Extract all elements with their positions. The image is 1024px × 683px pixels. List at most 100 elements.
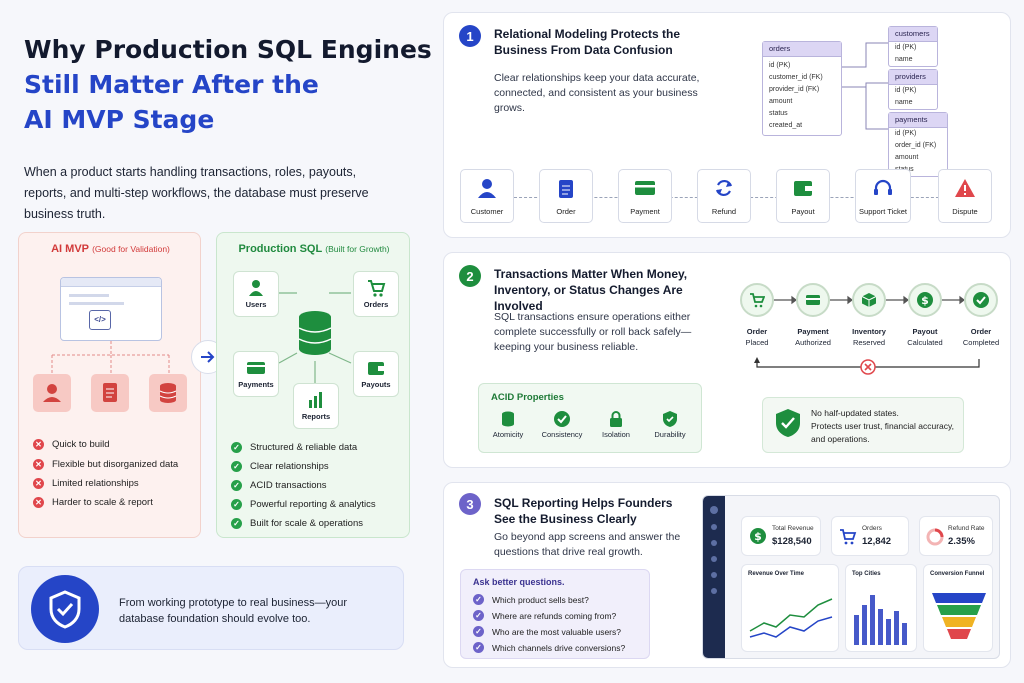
- user-icon: [33, 374, 71, 412]
- x-icon: ✕: [33, 478, 44, 489]
- section-3-number: 3: [459, 493, 481, 515]
- entity-customer: Customer: [460, 169, 514, 223]
- dashboard-sidebar: [703, 496, 725, 658]
- panel-top-cities: Top Cities: [845, 564, 917, 652]
- cart-icon: [740, 283, 774, 317]
- warning-icon: [955, 179, 975, 197]
- svg-text:$: $: [754, 530, 762, 543]
- check-icon: ✓: [231, 480, 242, 491]
- question-item: ✓Which channels drive conversions?: [473, 642, 625, 653]
- box-icon: [852, 283, 886, 317]
- card-icon: [635, 181, 655, 195]
- clipboard-icon: [559, 180, 573, 198]
- prod-panel: Production SQL (Built for Growth) Users …: [216, 232, 410, 538]
- title-line-1: Why Production SQL Engines: [24, 35, 432, 64]
- question-item: ✓Who are the most valuable users?: [473, 626, 621, 637]
- headset-icon: [874, 179, 892, 195]
- node-payouts: Payouts: [353, 351, 399, 397]
- ask-title: Ask better questions.: [473, 577, 565, 587]
- acid-durability: Durability: [643, 410, 697, 439]
- entity-refund: Refund: [697, 169, 751, 223]
- table-connectors: [842, 42, 888, 130]
- prod-item: ✓Clear relationships: [231, 461, 329, 472]
- title-line-3: AI MVP Stage: [24, 105, 215, 134]
- section-3-desc: Go beyond app screens and answer the que…: [494, 531, 681, 558]
- note-box: No half-updated states. Protects user tr…: [762, 397, 964, 453]
- mvp-item: ✕Limited relationships: [33, 478, 139, 489]
- wallet-icon: [368, 362, 384, 375]
- entity-support-ticket: Support Ticket: [855, 169, 911, 223]
- database-icon: [297, 309, 333, 357]
- entity-payout: Payout: [776, 169, 830, 223]
- x-icon: ✕: [33, 439, 44, 450]
- mvp-title: AI MVP: [51, 243, 90, 255]
- mvp-subtitle: (Good for Validation): [92, 244, 170, 254]
- prod-subtitle: (Built for Growth): [325, 244, 390, 254]
- orders-table: orders id (PK) customer_id (FK) provider…: [762, 41, 842, 136]
- kpi-refund-rate: Refund Rate 2.35%: [919, 516, 993, 556]
- refund-ring-icon: [926, 528, 944, 546]
- questions-box: Ask better questions. ✓Which product sel…: [460, 569, 650, 659]
- acid-title: ACID Properties: [491, 392, 564, 403]
- prod-item: ✓Built for scale & operations: [231, 518, 363, 529]
- node-orders: Orders: [353, 271, 399, 317]
- shield-check-icon: [31, 575, 99, 643]
- code-icon: </>: [89, 310, 111, 330]
- question-item: ✓Which product sells best?: [473, 594, 589, 605]
- check-icon: ✓: [473, 642, 484, 653]
- section-1-card: 1 Relational Modeling Protects the Busin…: [443, 12, 1011, 238]
- database-icon: [502, 411, 514, 427]
- user-icon: [478, 179, 496, 198]
- shield-check-icon: [775, 408, 801, 443]
- section-2-number: 2: [459, 265, 481, 287]
- cart-icon: [840, 529, 857, 545]
- dashboard-mock: $ Total Revenue $128,540 Orders 12,842 R…: [702, 495, 1000, 659]
- mvp-item: ✕Quick to build: [33, 439, 110, 450]
- customers-table: customers id (PK) name: [888, 26, 938, 67]
- panel-conversion-funnel: Conversion Funnel: [923, 564, 993, 652]
- kpi-orders: Orders 12,842: [831, 516, 909, 556]
- entity-payment: Payment: [618, 169, 672, 223]
- acid-isolation: Isolation: [589, 410, 643, 439]
- payments-table: payments id (PK) order_id (FK) amount st…: [888, 112, 948, 177]
- kpi-total-revenue: $ Total Revenue $128,540: [741, 516, 821, 556]
- prod-title: Production SQL: [238, 243, 323, 255]
- section-1-title: Relational Modeling Protects the Busines…: [494, 27, 681, 57]
- node-reports: Reports: [293, 383, 339, 429]
- check-icon: ✓: [231, 442, 242, 453]
- shield-icon: [663, 411, 677, 427]
- mvp-panel: AI MVP (Good for Validation) </> ✕Quick …: [18, 232, 201, 538]
- check-icon: ✓: [473, 610, 484, 621]
- prod-item: ✓ACID transactions: [231, 480, 327, 491]
- mvp-connectors: [51, 341, 170, 373]
- acid-atomicity: Atomicity: [481, 410, 535, 439]
- footer-text: From working prototype to real business—…: [119, 597, 348, 625]
- svg-text:$: $: [921, 294, 929, 307]
- note-text: No half-updated states. Protects user tr…: [811, 408, 954, 444]
- footer-banner: From working prototype to real business—…: [18, 566, 404, 650]
- entity-order: Order: [539, 169, 593, 223]
- panel-revenue-over-time: Revenue Over Time: [741, 564, 839, 652]
- entity-dispute: Dispute: [938, 169, 992, 223]
- mvp-heading: AI MVP (Good for Validation): [19, 243, 202, 255]
- section-1-desc: Clear relationships keep your data accur…: [494, 72, 700, 114]
- wallet-icon: [794, 181, 812, 196]
- x-icon: ✕: [33, 497, 44, 508]
- section-3-card: 3 SQL Reporting Helps Founders See the B…: [443, 482, 1011, 668]
- database-icon: [149, 374, 187, 412]
- user-icon: [249, 280, 263, 296]
- node-payments: Payments: [233, 351, 279, 397]
- section-2-card: 2 Transactions Matter When Money, Invent…: [443, 252, 1011, 468]
- funnel-graphic: [932, 593, 986, 639]
- check-icon: ✓: [231, 461, 242, 472]
- card-icon: [796, 283, 830, 317]
- app-window-mock: </>: [60, 277, 162, 341]
- intro-text: When a product starts handling transacti…: [24, 165, 369, 221]
- mvp-item: ✕Harder to scale & report: [33, 497, 153, 508]
- dollar-icon: $: [908, 283, 942, 317]
- prod-item: ✓Powerful reporting & analytics: [231, 499, 376, 510]
